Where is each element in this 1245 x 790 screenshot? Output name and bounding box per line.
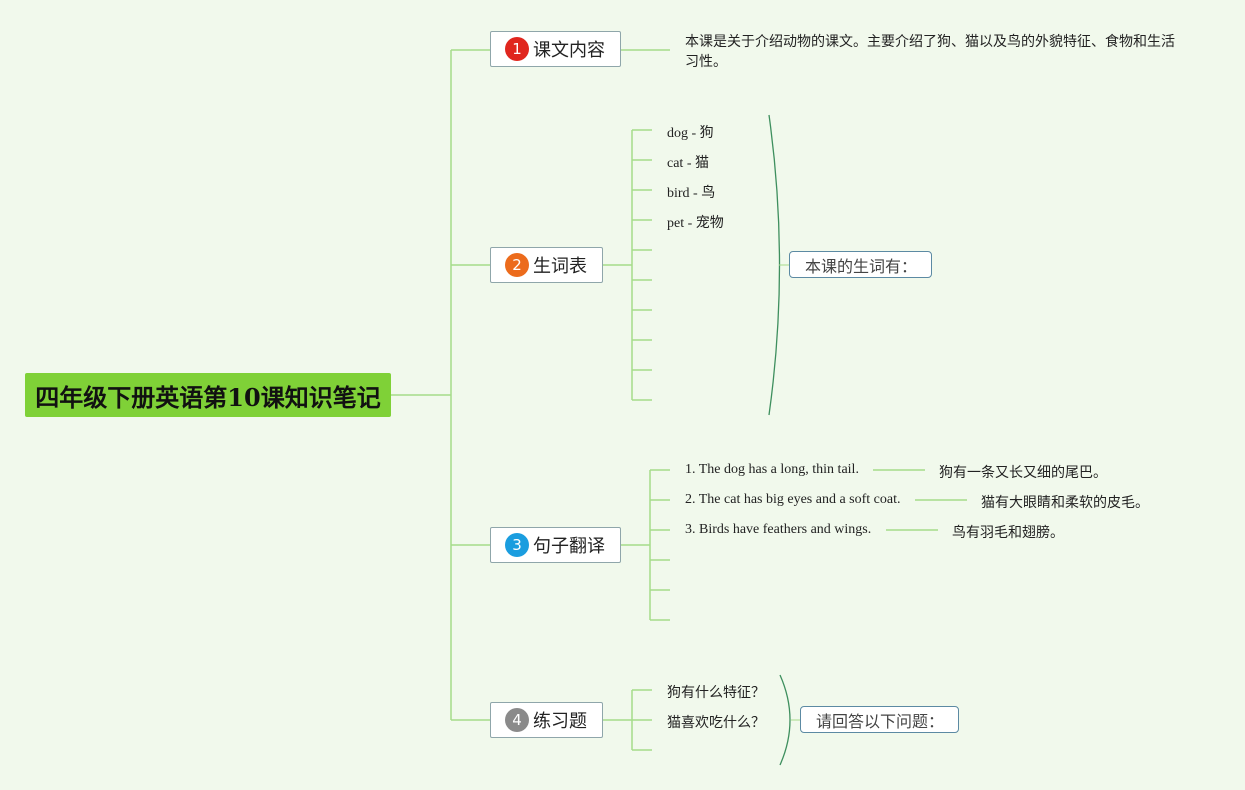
number-1-icon: 1	[505, 37, 529, 61]
vocab-word[interactable]: pet - 宠物	[667, 216, 724, 231]
number-2-icon: 2	[505, 253, 529, 277]
topic-vocabulary[interactable]: 2 生词表	[490, 247, 603, 283]
questions-summary-brace	[779, 674, 791, 766]
sentence-chinese[interactable]: 鸟有羽毛和翅膀。	[952, 526, 1064, 541]
lesson-content-note[interactable]: 本课是关于介绍动物的课文。主要介绍了狗、猫以及鸟的外貌特征、食物和生活习性。	[685, 34, 1175, 70]
topic-label: 句子翻译	[533, 536, 605, 557]
sentence-english[interactable]: 1. The dog has a long, thin tail.	[685, 462, 859, 477]
vocab-word[interactable]: bird - 鸟	[667, 186, 716, 201]
vocab-summary-label[interactable]: 本课的生词有：	[789, 251, 932, 278]
sentence-english[interactable]: 3. Birds have feathers and wings.	[685, 522, 872, 537]
sentence-english[interactable]: 2. The cat has big eyes and a soft coat.	[685, 492, 901, 507]
questions-summary-label[interactable]: 请回答以下问题：	[800, 706, 959, 733]
sentence-chinese[interactable]: 狗有一条又长又细的尾巴。	[939, 466, 1107, 481]
topic-2-trunk	[602, 130, 633, 400]
vocab-word[interactable]: dog - 狗	[667, 126, 714, 141]
topic-2-ticks	[632, 129, 652, 401]
topic-3-ticks	[650, 469, 670, 621]
exercise-question[interactable]: 猫喜欢吃什么？	[667, 716, 765, 731]
topic-label: 练习题	[533, 711, 587, 732]
topic-sentence-translation[interactable]: 3 句子翻译	[490, 527, 621, 563]
topic-3-trunk	[620, 470, 651, 620]
exercise-question[interactable]: 狗有什么特征？	[667, 686, 765, 701]
root-topic[interactable]: 四年级下册英语第10课知识笔记	[25, 373, 391, 417]
number-4-icon: 4	[505, 708, 529, 732]
topic-label: 课文内容	[533, 40, 605, 61]
topic-label: 生词表	[533, 256, 587, 277]
sentence-chinese[interactable]: 猫有大眼睛和柔软的皮毛。	[981, 496, 1149, 511]
topic-exercises[interactable]: 4 练习题	[490, 702, 603, 738]
topic-4-ticks	[632, 689, 652, 751]
vocab-word[interactable]: cat - 猫	[667, 156, 709, 171]
number-3-icon: 3	[505, 533, 529, 557]
vocab-summary-brace	[768, 114, 781, 416]
topic-lesson-content[interactable]: 1 课文内容	[490, 31, 621, 67]
topic-4-trunk	[602, 690, 633, 750]
